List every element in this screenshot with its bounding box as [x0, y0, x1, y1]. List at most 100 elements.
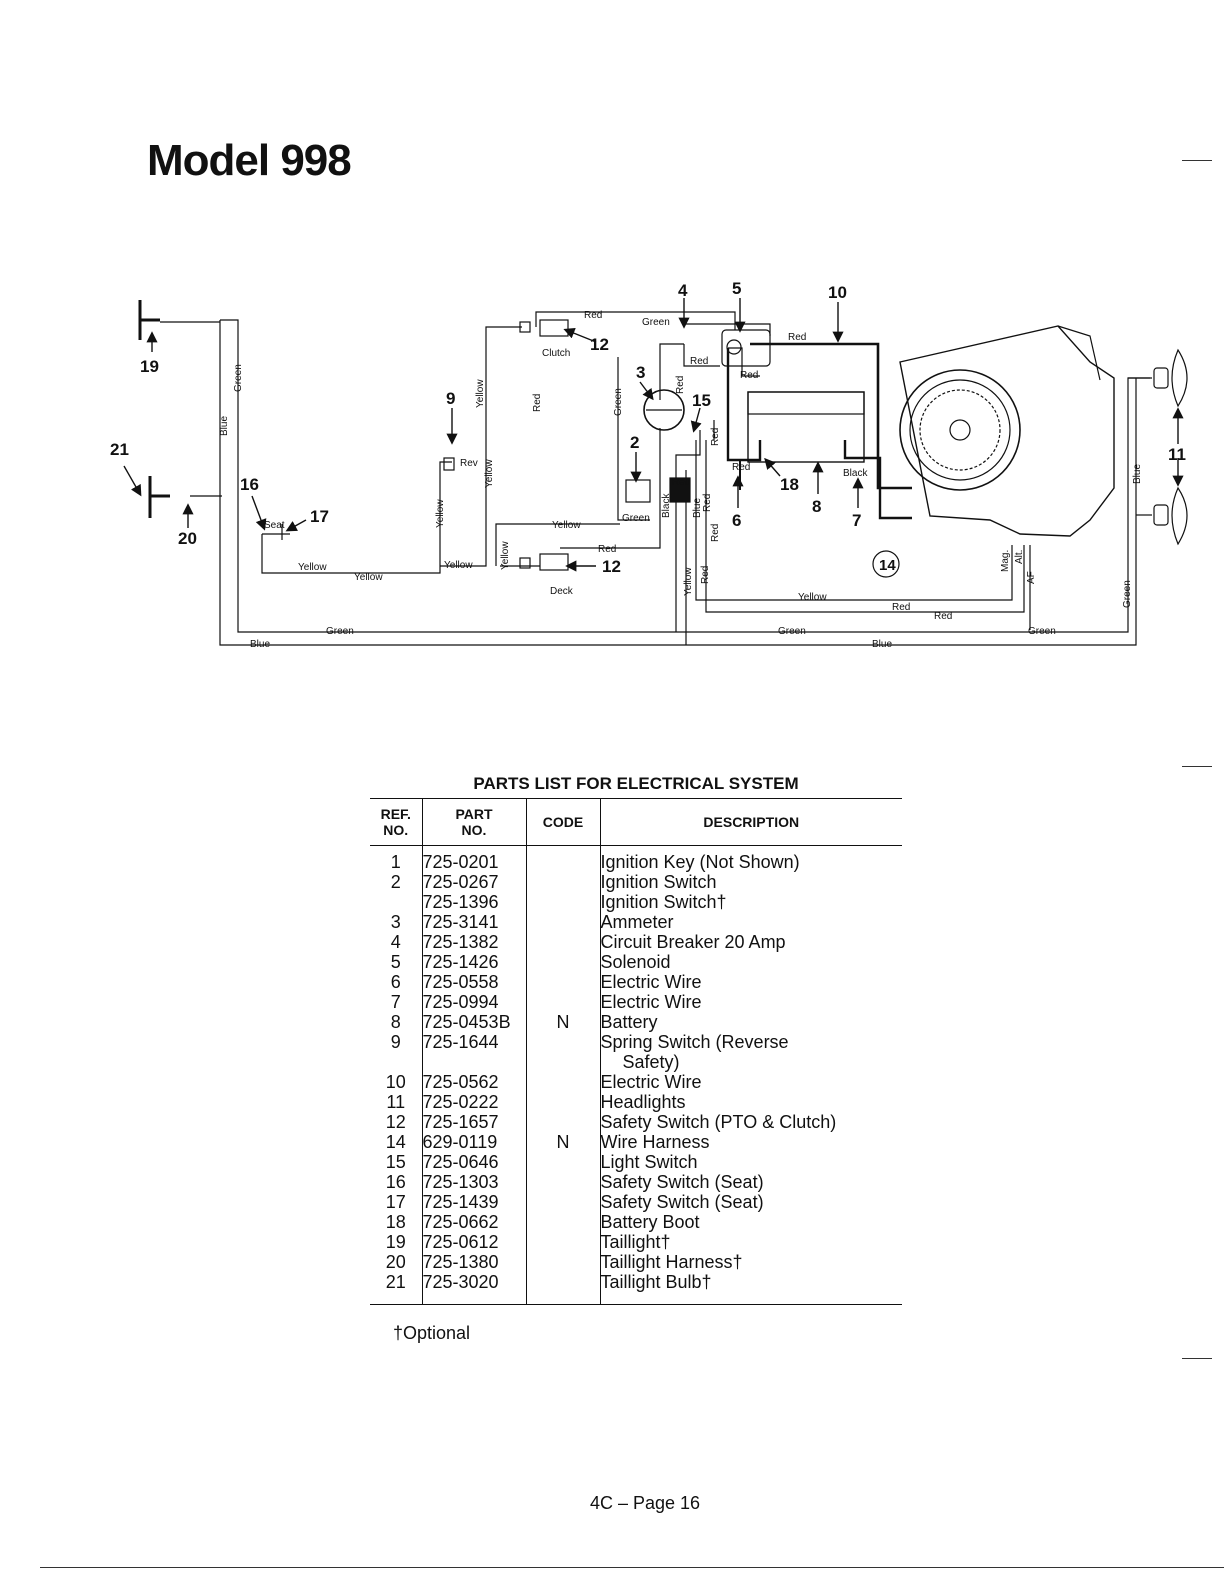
cell-code: [525, 1232, 600, 1252]
cell-part-no: 725-3020: [421, 1272, 526, 1305]
cell-ref-no: 19: [385, 1232, 406, 1252]
page-number: 4C – Page 16: [589, 1493, 701, 1513]
cell-code: [525, 1152, 600, 1172]
cell-part-no: 725-1426: [421, 952, 526, 972]
cell-desc: Safety Switch (Seat): [599, 1172, 902, 1192]
cell-desc: Electric Wire: [599, 972, 902, 992]
blue-wire-loop: [219, 320, 1137, 646]
ref-3: 3: [636, 363, 645, 382]
clutch-label: Clutch: [542, 348, 570, 359]
cell-code: [525, 1072, 600, 1092]
ref-17: 17: [310, 507, 329, 526]
cell-code: [525, 1172, 600, 1192]
wire-label-blue: Blue: [872, 639, 892, 650]
ref-5: 5: [732, 279, 741, 298]
cell-part-no: 725-1303: [421, 1172, 526, 1192]
ref-19: 19: [140, 357, 159, 376]
cell-desc: Electric Wire: [599, 992, 902, 1012]
cell-part-no: 725-0562: [421, 1072, 526, 1092]
cell-ref-no: 2: [390, 872, 401, 892]
cell-part-no: 725-3141: [421, 912, 526, 932]
ref-15: 15: [692, 391, 711, 410]
af-label: AF: [1026, 571, 1037, 584]
wire-label-red: Red: [892, 602, 910, 613]
ref-18: 18: [780, 475, 799, 494]
cell-desc: Wire Harness: [599, 1132, 902, 1152]
wire-label-green: Green: [778, 626, 806, 637]
wire-label-yellow: Yellow: [435, 499, 446, 528]
wire-label-red: Red: [598, 544, 616, 555]
wire-label-blue: Blue: [250, 639, 270, 650]
wire-label-green: Green: [233, 364, 244, 392]
cell-ref-no: 4: [390, 932, 401, 952]
deck-label: Deck: [550, 586, 574, 597]
ref-11: 11: [1168, 445, 1186, 464]
cell-part-no: 725-0453B: [421, 1012, 526, 1032]
wire-label-yellow: Yellow: [298, 562, 327, 573]
cell-code: N: [525, 1012, 600, 1032]
cell-desc: Safety Switch (PTO & Clutch): [599, 1112, 902, 1132]
wire-label-yellow: Yellow: [798, 592, 827, 603]
cell-ref-no: 5: [390, 952, 401, 972]
header-ref-no: REF.NO.: [370, 798, 422, 846]
cell-code: [525, 1112, 600, 1132]
cell-code: [525, 972, 600, 992]
wire-label-red: Red: [672, 477, 690, 488]
ref-7: 7: [852, 511, 861, 530]
cell-code: [525, 892, 600, 912]
cell-ref-no: 11: [386, 1092, 406, 1112]
wire-label-red: Red: [740, 370, 758, 381]
seat-label: Seat: [264, 520, 285, 531]
margin-mark: [1182, 160, 1212, 161]
ref-12-deck: 12: [602, 557, 621, 576]
yellow-to-clutch: [440, 326, 522, 567]
ref-2: 2: [630, 433, 639, 452]
parts-list-title: PARTS LIST FOR ELECTRICAL SYSTEM: [473, 774, 799, 793]
margin-mark: [1182, 766, 1212, 767]
cell-code: [525, 952, 600, 972]
cell-code: [525, 845, 600, 872]
cell-code: [525, 1092, 600, 1112]
cell-code: [525, 1192, 600, 1212]
cell-ref-no: 1: [390, 852, 401, 872]
cell-part-no: 725-1657: [421, 1112, 526, 1132]
cell-part-no: 725-1396: [421, 892, 526, 912]
mag-label: Mag.: [1000, 550, 1011, 572]
page-title: Model 998: [147, 136, 352, 185]
cell-part-no: 725-0267: [421, 872, 526, 892]
cell-desc: Battery: [599, 1012, 902, 1032]
cell-ref-no: 15: [385, 1152, 406, 1172]
cell-ref-no: 6: [390, 972, 401, 992]
cell-ref-no: 20: [385, 1252, 406, 1272]
ref-16: 16: [240, 475, 259, 494]
wire-label-blue: Blue: [692, 498, 703, 518]
cell-desc: Battery Boot: [599, 1212, 902, 1232]
seat-to-rev-wire: [261, 461, 452, 574]
ref-14: 14: [879, 557, 896, 574]
wire-label-red: Red: [702, 494, 713, 512]
wire-label-green: Green: [613, 388, 624, 416]
wire-label-black: Black: [661, 493, 672, 518]
ref-4: 4: [678, 281, 688, 300]
cell-desc: Electric Wire: [599, 1072, 902, 1092]
cell-ref-no: 3: [390, 912, 401, 932]
ref-21: 21: [110, 440, 129, 459]
wire-label-red: Red: [732, 462, 750, 473]
cell-desc: Circuit Breaker 20 Amp: [599, 932, 902, 952]
cell-ref-no: 9: [390, 1032, 401, 1052]
wire-label-red: Red: [710, 428, 721, 446]
cell-part-no: 725-0994: [421, 992, 526, 1012]
wire-label-red: Red: [690, 356, 708, 367]
